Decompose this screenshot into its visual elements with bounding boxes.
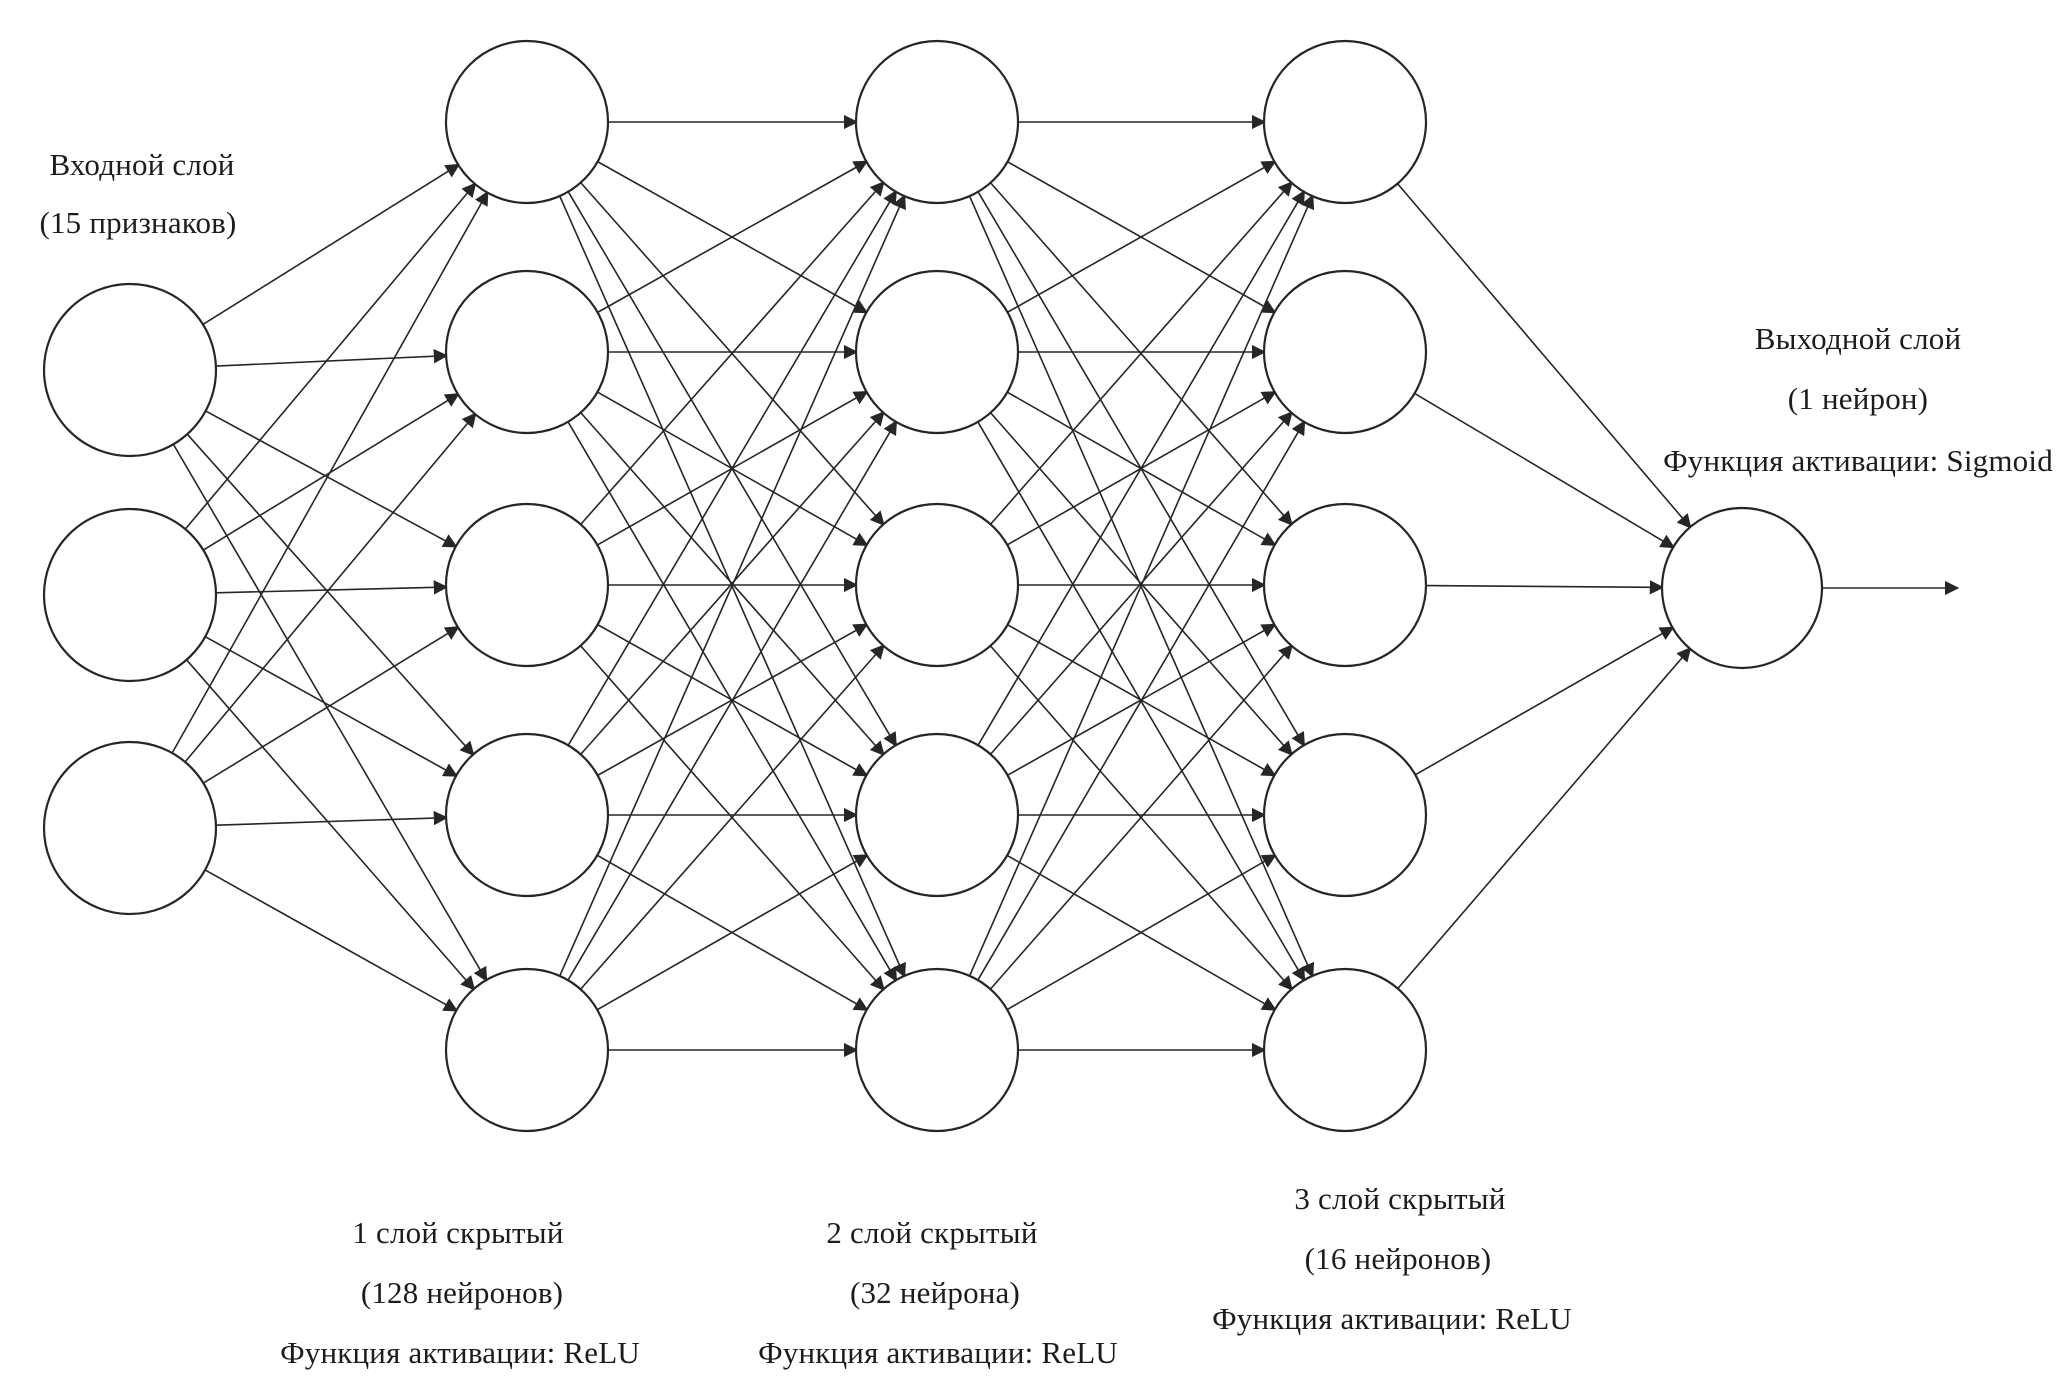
connection-edge [215,580,449,595]
connection-edge [1425,580,1665,595]
connection-edge [171,190,489,754]
neuron-nodes [42,39,1824,1133]
connection-edge [567,419,898,981]
connection-edge [597,160,869,314]
connection-edge [968,194,1315,977]
connection-edge [172,443,488,982]
hidden-layer-1-label-title: 1 слой скрытый [352,1215,564,1250]
hidden-layer-2-label-count: (32 нейрона) [849,1275,1021,1310]
hidden-layer-2-node [854,967,1020,1133]
connection-edge [205,410,458,548]
hidden-layer-2-label-activation: Функция активации: ReLU [758,1335,1118,1370]
output-layer-label-activation: Функция активации: Sigmoid [1663,443,2053,478]
connection-edge [580,181,885,525]
connection-edge [596,854,869,1011]
connection-edge [567,189,897,746]
input-layer-node [42,507,218,683]
connection-edge [977,420,1306,981]
hidden-layer-3-node [1262,732,1428,898]
input-layer-node [42,740,218,916]
hidden-layer-1-label-activation: Функция активации: ReLU [280,1335,640,1370]
connection-edge [184,412,477,763]
hidden-layer-2-node [854,732,1020,898]
connection-edge [989,644,1294,990]
hidden-layer-3-node [1262,502,1428,668]
hidden-layer-3-label-title: 3 слой скрытый [1294,1181,1506,1216]
connection-edge [1006,854,1277,1011]
connection-edge [1397,647,1692,990]
connection-edge [202,626,460,784]
input-layer-label-count: (15 признаков) [39,205,237,240]
connection-edge [202,163,461,326]
connection-edge [579,644,885,990]
hidden-layer-1-node [444,732,610,898]
connection-edge [204,869,459,1012]
connection-edge [204,635,459,777]
hidden-layer-1-label-count: (128 нейронов) [360,1275,564,1310]
hidden-layer-3-node [1262,967,1428,1133]
hidden-layer-1-node [444,39,610,205]
hidden-layer-1-node [444,967,610,1133]
hidden-layer-3-label-count: (16 нейронов) [1304,1241,1492,1276]
connection-edge [559,194,906,977]
hidden-layer-2-node [854,39,1020,205]
connection-edge [989,411,1293,755]
output-layer-label-count: (1 нейрон) [1787,381,1929,416]
input-layer-node [42,282,218,458]
connection-edge [580,411,885,755]
connection-edge [1007,160,1277,313]
hidden-layer-2-node [854,269,1020,435]
hidden-layer-1-node [444,269,610,435]
hidden-layer-1-node [444,502,610,668]
hidden-layer-2-node [854,502,1020,668]
hidden-layer-3-node [1262,39,1428,205]
connection-edge [1414,392,1676,549]
connection-edge [989,181,1293,525]
connection-edge [215,349,449,367]
hidden-layer-2-label-title: 2 слой скрытый [826,1215,1038,1250]
output-layer-node [1660,506,1824,670]
connection-edges [171,114,1960,1058]
connection-edge [186,433,475,757]
hidden-layer-3-node [1262,269,1428,435]
connection-edge [1414,626,1675,776]
connection-edge [185,659,476,991]
connection-edge [215,810,449,826]
input-layer-label-title: Входной слой [49,147,235,182]
connection-edge [184,182,477,530]
connection-edge [1396,183,1692,529]
connection-edge [977,189,1306,746]
output-layer-label-title: Выходной слой [1754,321,1962,356]
hidden-layer-3-label-activation: Функция активации: ReLU [1212,1301,1572,1336]
